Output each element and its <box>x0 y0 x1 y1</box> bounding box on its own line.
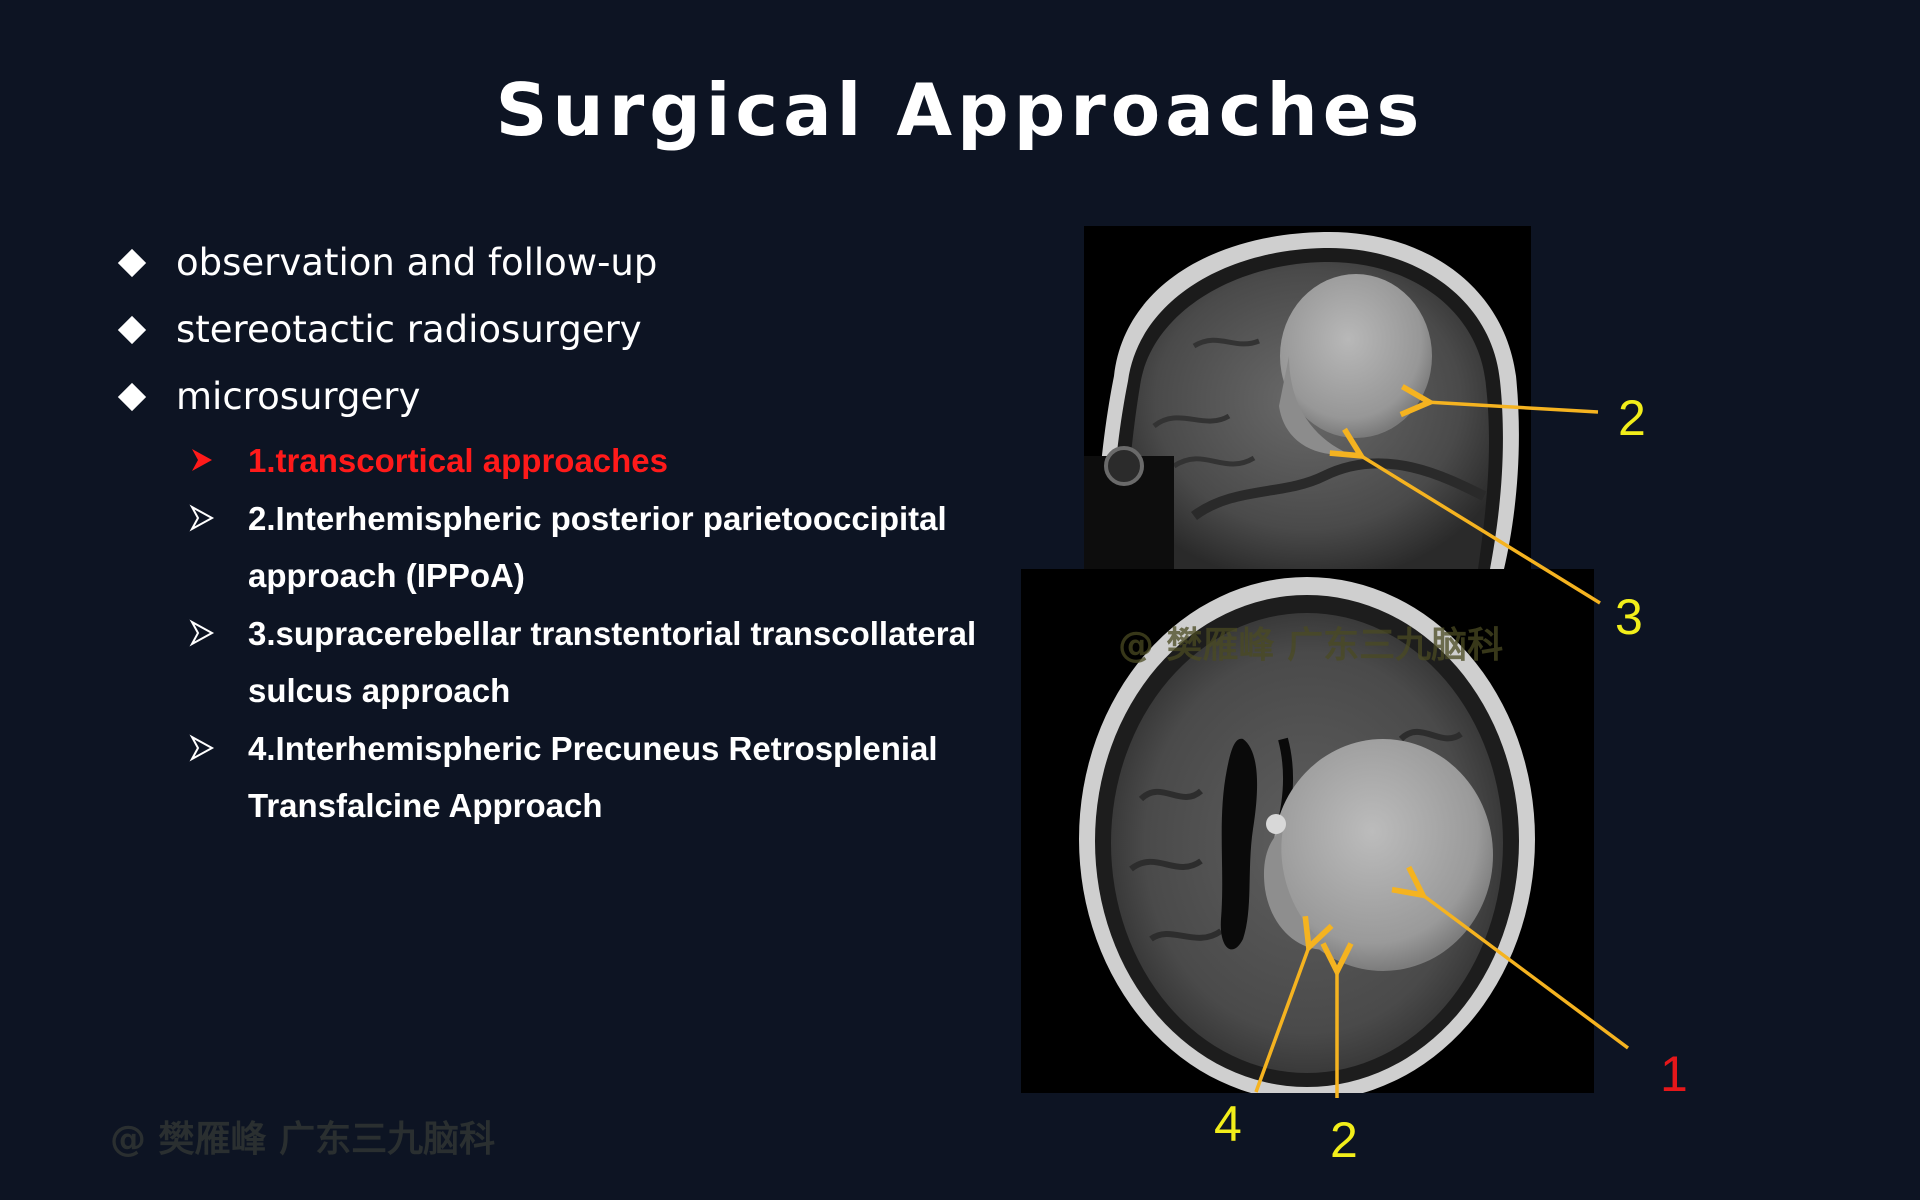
bullet-text: stereotactic radiosurgery <box>176 308 642 351</box>
label-top-3: 3 <box>1615 589 1643 645</box>
sub-item-1: 1.transcortical approaches <box>186 432 1006 490</box>
bullet-item: observation and follow-up <box>117 236 1018 303</box>
slide-title: Surgical Approaches <box>495 68 1425 152</box>
sub-item-line: 4.Interhemispheric Precuneus Retrospleni… <box>248 729 938 767</box>
watermark-bottom: @ 樊雁峰 广东三九脑科 <box>110 1119 496 1160</box>
sub-list: 1.transcortical approaches 2.Interhemisp… <box>186 432 1006 835</box>
watermark-center: @ 樊雁峰 广东三九脑科 <box>1118 625 1504 666</box>
sub-item-line: approach (IPPoA) <box>248 557 525 594</box>
arrowhead-bullet-icon <box>189 733 215 762</box>
bullet-list: observation and follow-up stereotactic r… <box>117 236 1018 437</box>
sub-item-2: 2.Interhemispheric posterior parietoocci… <box>186 490 1006 605</box>
sub-item-line: 1.transcortical approaches <box>248 442 669 479</box>
sub-item-line: 2.Interhemispheric posterior parietoocci… <box>248 499 947 537</box>
arrowhead-bullet-icon <box>189 503 215 532</box>
sub-item-4: 4.Interhemispheric Precuneus Retrospleni… <box>186 720 1006 835</box>
sub-item-line: sulcus approach <box>248 672 511 709</box>
mri-sagittal-image <box>1084 226 1531 569</box>
bullet-text: microsurgery <box>176 375 421 418</box>
bullet-text: observation and follow-up <box>176 241 658 284</box>
diamond-bullet-icon <box>117 248 147 278</box>
arrowhead-bullet-icon <box>189 618 215 647</box>
sub-item-3: 3.supracerebellar transtentorial transco… <box>186 605 1006 720</box>
sub-item-line: 3.supracerebellar transtentorial transco… <box>248 614 977 652</box>
label-bottom-1: 1 <box>1660 1046 1688 1102</box>
label-top-2: 2 <box>1618 390 1646 446</box>
sub-item-line: Transfalcine Approach <box>248 787 603 824</box>
label-bottom-2: 2 <box>1330 1112 1358 1168</box>
bullet-item: microsurgery <box>117 370 1018 437</box>
bullet-item: stereotactic radiosurgery <box>117 303 1018 370</box>
diamond-bullet-icon <box>117 382 147 412</box>
arrowhead-bullet-icon <box>192 449 212 471</box>
diamond-bullet-icon <box>117 315 147 345</box>
label-bottom-4: 4 <box>1214 1096 1242 1152</box>
